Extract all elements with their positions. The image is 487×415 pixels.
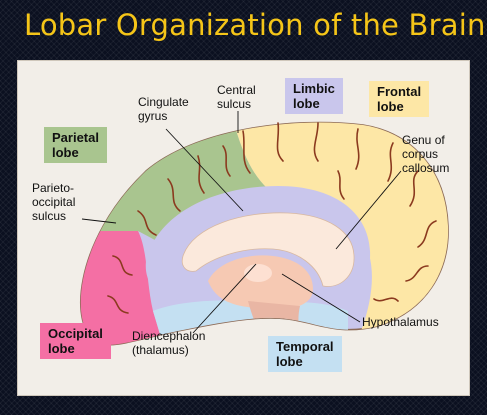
parieto-occipital-line1: Parieto- xyxy=(32,181,75,195)
occipital-lobe-line2: lobe xyxy=(48,341,75,356)
cingulate-gyrus-line1: Cingulate xyxy=(138,95,189,109)
occipital-lobe-line1: Occipital xyxy=(48,326,103,341)
limbic-lobe-label: Limbic lobe xyxy=(285,78,343,114)
hypothalamus-label: Hypothalamus xyxy=(362,315,439,329)
central-sulcus-line2: sulcus xyxy=(217,97,252,111)
central-sulcus-line1: Central xyxy=(217,83,256,97)
parietal-lobe-line1: Parietal xyxy=(52,130,99,145)
parietal-lobe-label: Parietal lobe xyxy=(44,127,107,163)
parieto-occipital-line2: occipital xyxy=(32,195,76,209)
diencephalon-line1: Diencephalon xyxy=(132,329,206,343)
diencephalon-line2: (thalamus) xyxy=(132,343,189,357)
genu-line3: callosum xyxy=(402,161,450,175)
sulci xyxy=(107,122,437,314)
temporal-lobe-line2: lobe xyxy=(276,354,303,369)
frontal-lobe-label: Frontal lobe xyxy=(369,81,430,117)
diencephalon xyxy=(208,255,313,310)
parieto-occipital-sulcus-label: Parieto- occipital sulcus xyxy=(32,181,75,223)
frontal-lobe-region xyxy=(228,122,449,345)
limbic-lobe-line2: lobe xyxy=(293,96,320,111)
thalamus-core xyxy=(244,264,272,282)
diagram-panel: Parietal lobe Limbic lobe Frontal lobe O… xyxy=(17,60,470,396)
hypothalamus-line1: Hypothalamus xyxy=(362,315,439,329)
parieto-occipital-line3: sulcus xyxy=(32,209,67,223)
page-title: Lobar Organization of the Brain xyxy=(24,8,486,42)
frontal-lobe-line2: lobe xyxy=(377,99,404,114)
temporal-lobe-line1: Temporal xyxy=(276,339,334,354)
cingulate-gyrus-label: Cingulate gyrus xyxy=(138,95,189,123)
corpus-callosum xyxy=(181,212,355,287)
parietal-lobe-line2: lobe xyxy=(52,145,79,160)
genu-line1: Genu of xyxy=(402,133,445,147)
leader-lines xyxy=(81,111,402,334)
brain-illustration xyxy=(80,111,449,346)
limbic-lobe-line1: Limbic xyxy=(293,81,335,96)
diencephalon-label: Diencephalon (thalamus) xyxy=(132,329,205,357)
frontal-lobe-line1: Frontal xyxy=(377,84,422,99)
genu-line2: corpus xyxy=(402,147,439,161)
central-sulcus-label: Central sulcus xyxy=(217,83,256,111)
temporal-lobe-label: Temporal lobe xyxy=(268,336,342,372)
genu-of-corpus-callosum-label: Genu of corpus callosum xyxy=(402,133,449,175)
occipital-lobe-region xyxy=(80,231,168,345)
occipital-lobe-label: Occipital lobe xyxy=(40,323,111,359)
cingulate-gyrus-line2: gyrus xyxy=(138,109,168,123)
